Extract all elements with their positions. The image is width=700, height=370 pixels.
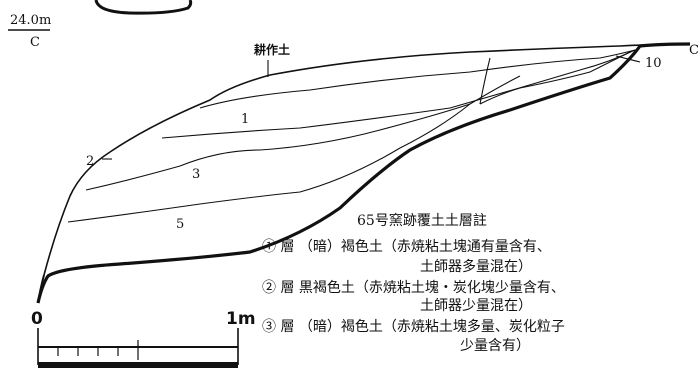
layer-5-label: 5 [176, 217, 185, 232]
legend-item-1: ① 層 （暗）褐色土（赤焼粘土塊通有量含有、 [262, 239, 551, 255]
layer-2-label: 2 [86, 154, 95, 169]
layer-boundary-1 [199, 49, 636, 109]
ground-surface-line [43, 43, 685, 276]
scale-start-label: 0 [31, 309, 43, 329]
layer-10-label: 10 [645, 56, 662, 71]
legend-item-3-cont: 少量含有） [460, 338, 530, 354]
legend-item-2: ② 層 黒褐色土（赤焼粘土塊・炭化塊少量含有、 [262, 280, 565, 296]
layer-1-label: 1 [241, 112, 250, 127]
scale-end-label: 1m [226, 309, 256, 329]
layer-boundary-5 [479, 51, 631, 105]
legend-title: 65号窯跡覆土土層註 [357, 213, 487, 229]
surface-soil-label: 耕作土 [254, 43, 291, 57]
section-label-left: C [30, 35, 40, 50]
elevation-label: 24.0m [10, 13, 52, 28]
scale-bar [37, 328, 239, 368]
section-label-right: C [689, 43, 699, 58]
layer-boundary-3 [85, 75, 521, 191]
legend-item-2-cont: 土師器少量混在） [420, 298, 532, 314]
layer-boundary-2 [161, 49, 636, 139]
layer-boundary-4 [67, 103, 471, 223]
legend-item-1-cont: 土師器多量混在） [420, 259, 532, 275]
layer10-leader [615, 55, 641, 63]
top-oval [94, 0, 193, 15]
layer-boundary-6 [479, 57, 491, 105]
kiln-floor-line [36, 42, 691, 304]
legend-item-3: ③ 層 （暗）褐色土（赤焼粘土塊多量、炭化粒子 [262, 319, 565, 335]
layer-3-label: 3 [192, 167, 201, 182]
